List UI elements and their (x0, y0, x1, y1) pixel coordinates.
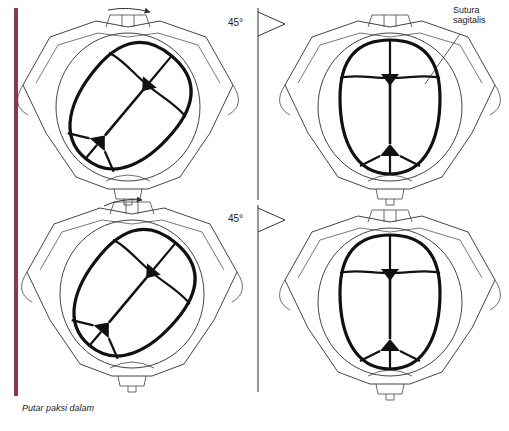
part-label: Sutura sagitalis (453, 6, 505, 26)
angle-label: 45° (228, 213, 243, 224)
angle-label: 45° (228, 17, 243, 28)
figure-caption: Putar paksi dalam (22, 404, 94, 414)
